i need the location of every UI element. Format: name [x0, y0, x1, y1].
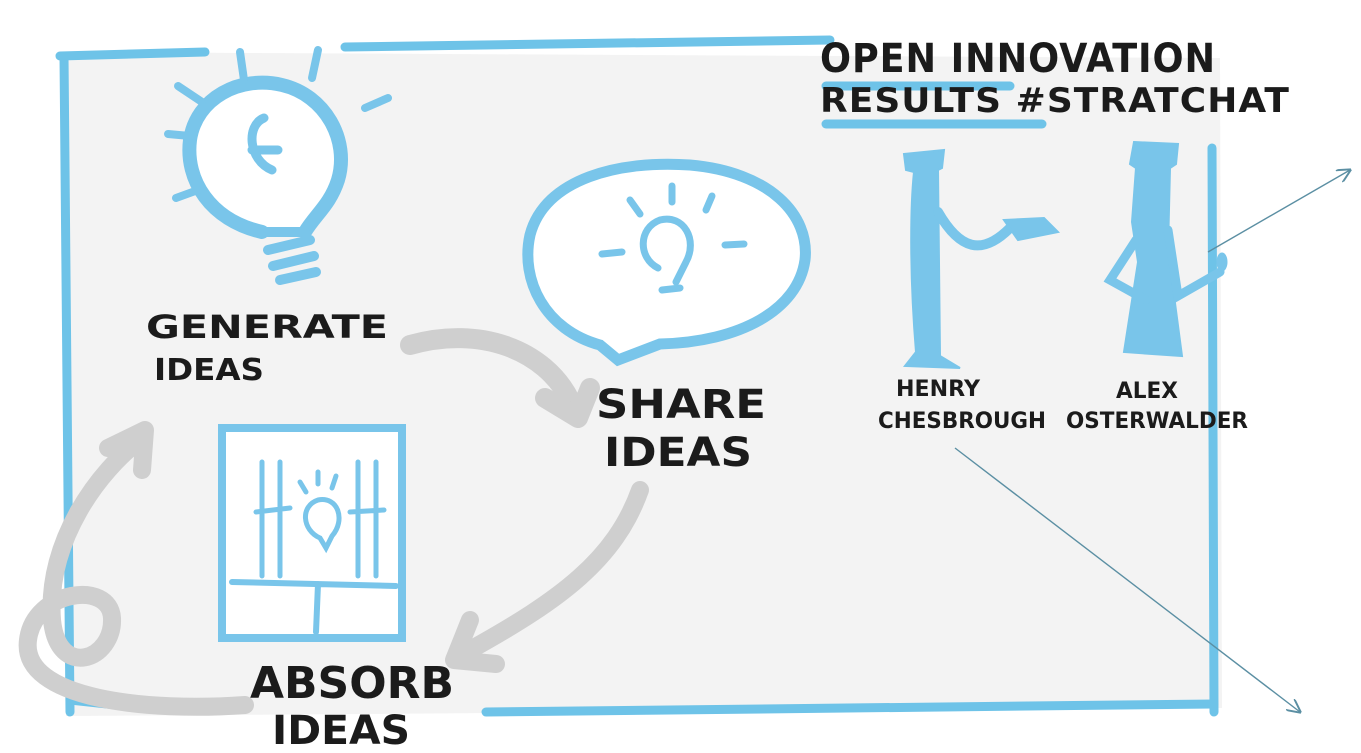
title-line-2: RESULTS #STRATCHAT	[820, 81, 1290, 121]
connector-to-bottom-right	[954, 447, 1300, 712]
alex-figure	[1103, 140, 1228, 358]
generate-label-line-1: GENERATE	[146, 308, 388, 346]
alex-name-line-2: OSTERWALDER	[1066, 409, 1248, 434]
arrow-share-to-absorb	[461, 481, 649, 659]
henry-figure	[902, 148, 1061, 369]
absorb-label-line-1: ABSORB	[250, 658, 454, 709]
share-label-line-1: SHARE	[596, 382, 766, 428]
share-label-line-2: IDEAS	[604, 430, 752, 476]
generate-label-line-2: IDEAS	[154, 353, 264, 388]
connector-to-top-right	[1207, 170, 1350, 253]
henry-name-line-1: HENRY	[896, 377, 981, 402]
title-line-1: OPEN INNOVATION	[820, 36, 1216, 82]
absorb-label-line-2: IDEAS	[272, 708, 410, 753]
lightbulb-icon	[164, 46, 392, 285]
cycle-arrows	[18, 328, 649, 716]
arrow-absorb-to-generate	[18, 431, 254, 716]
arrow-generate-to-share	[400, 328, 580, 410]
connector-lines	[954, 170, 1350, 712]
window-board-icon	[218, 424, 406, 642]
henry-name-line-2: CHESBROUGH	[878, 409, 1046, 434]
alex-name-line-1: ALEX	[1116, 379, 1178, 404]
speech-bubble-icon	[522, 158, 811, 367]
